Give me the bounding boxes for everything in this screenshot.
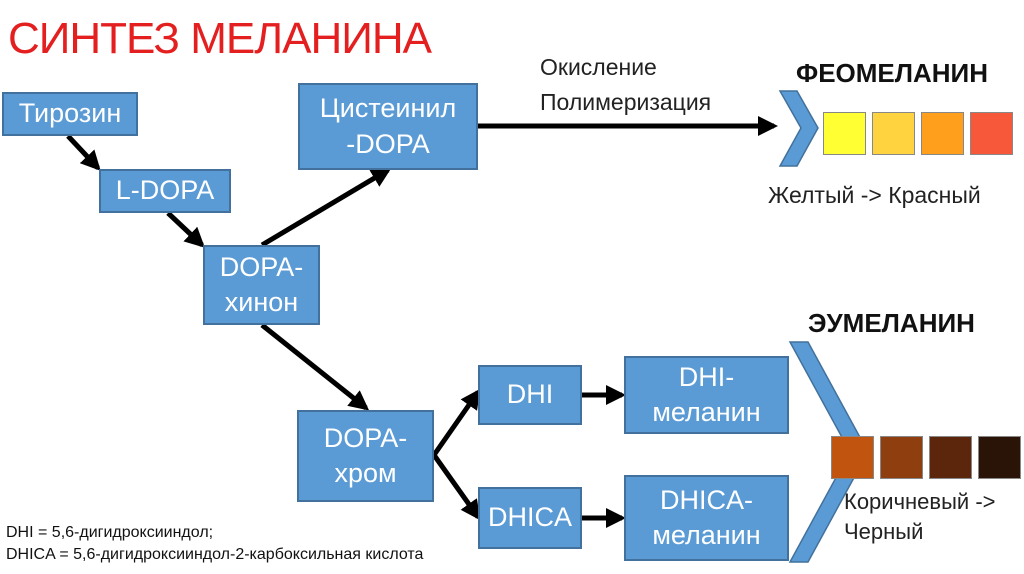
node-dhica-melanin: DHICA- меланин bbox=[624, 475, 789, 561]
node-cysteinyl-dopa: Цистеинил -DOPA bbox=[298, 83, 478, 170]
eumelanin-swatch-2 bbox=[880, 436, 923, 479]
eumelanin-swatch-4 bbox=[978, 436, 1021, 479]
arrow-ldopa-dopaquinone bbox=[166, 211, 205, 248]
pheomelanin-swatch-3 bbox=[921, 112, 964, 155]
pheomelanin-swatch-2 bbox=[872, 112, 915, 155]
footnote-dhica: DHICA = 5,6-дигидроксииндол-2-карбоксиль… bbox=[6, 546, 424, 563]
node-ldopa: L-DOPA bbox=[99, 169, 231, 213]
footnote-dhi: DHI = 5,6-дигидроксииндол; bbox=[6, 524, 214, 541]
eumelanin-title: ЭУМЕЛАНИН bbox=[808, 308, 975, 338]
pheomelanin-swatch-1 bbox=[823, 112, 866, 155]
node-dhica: DHICA bbox=[478, 487, 582, 549]
diagram-title: СИНТЕЗ МЕЛАНИНА bbox=[8, 14, 432, 63]
eumelanin-swatch-3 bbox=[929, 436, 972, 479]
oxidation-polymerization-label: Окисление Полимеризация bbox=[540, 54, 712, 115]
node-dhi-melanin: DHI- меланин bbox=[624, 356, 789, 434]
arrow-dopaquinone-cysteinyl bbox=[260, 167, 392, 248]
arrow-dopachrome-dhica bbox=[431, 453, 481, 521]
eumelanin-range-label: Коричневый -> Черный bbox=[844, 489, 996, 544]
arrow-tyrosine-ldopa bbox=[66, 134, 101, 171]
eumelanin-swatch-1 bbox=[831, 436, 874, 479]
pheomelanin-swatch-4 bbox=[970, 112, 1013, 155]
pheomelanin-title: ФЕОМЕЛАНИН bbox=[796, 58, 989, 88]
pheomelanin-range-label: Желтый -> Красный bbox=[768, 182, 981, 208]
pheomelanin-chevron bbox=[778, 90, 819, 167]
node-tyrosine: Тирозин bbox=[2, 92, 138, 136]
arrow-dopachrome-dhi bbox=[431, 388, 481, 457]
arrow-dopaquinone-dopachrome bbox=[260, 323, 370, 411]
node-dopachrome: DOPA- хром bbox=[297, 410, 434, 502]
node-dhi: DHI bbox=[478, 365, 582, 425]
node-dopaquinone: DOPA- хинон bbox=[203, 245, 320, 325]
